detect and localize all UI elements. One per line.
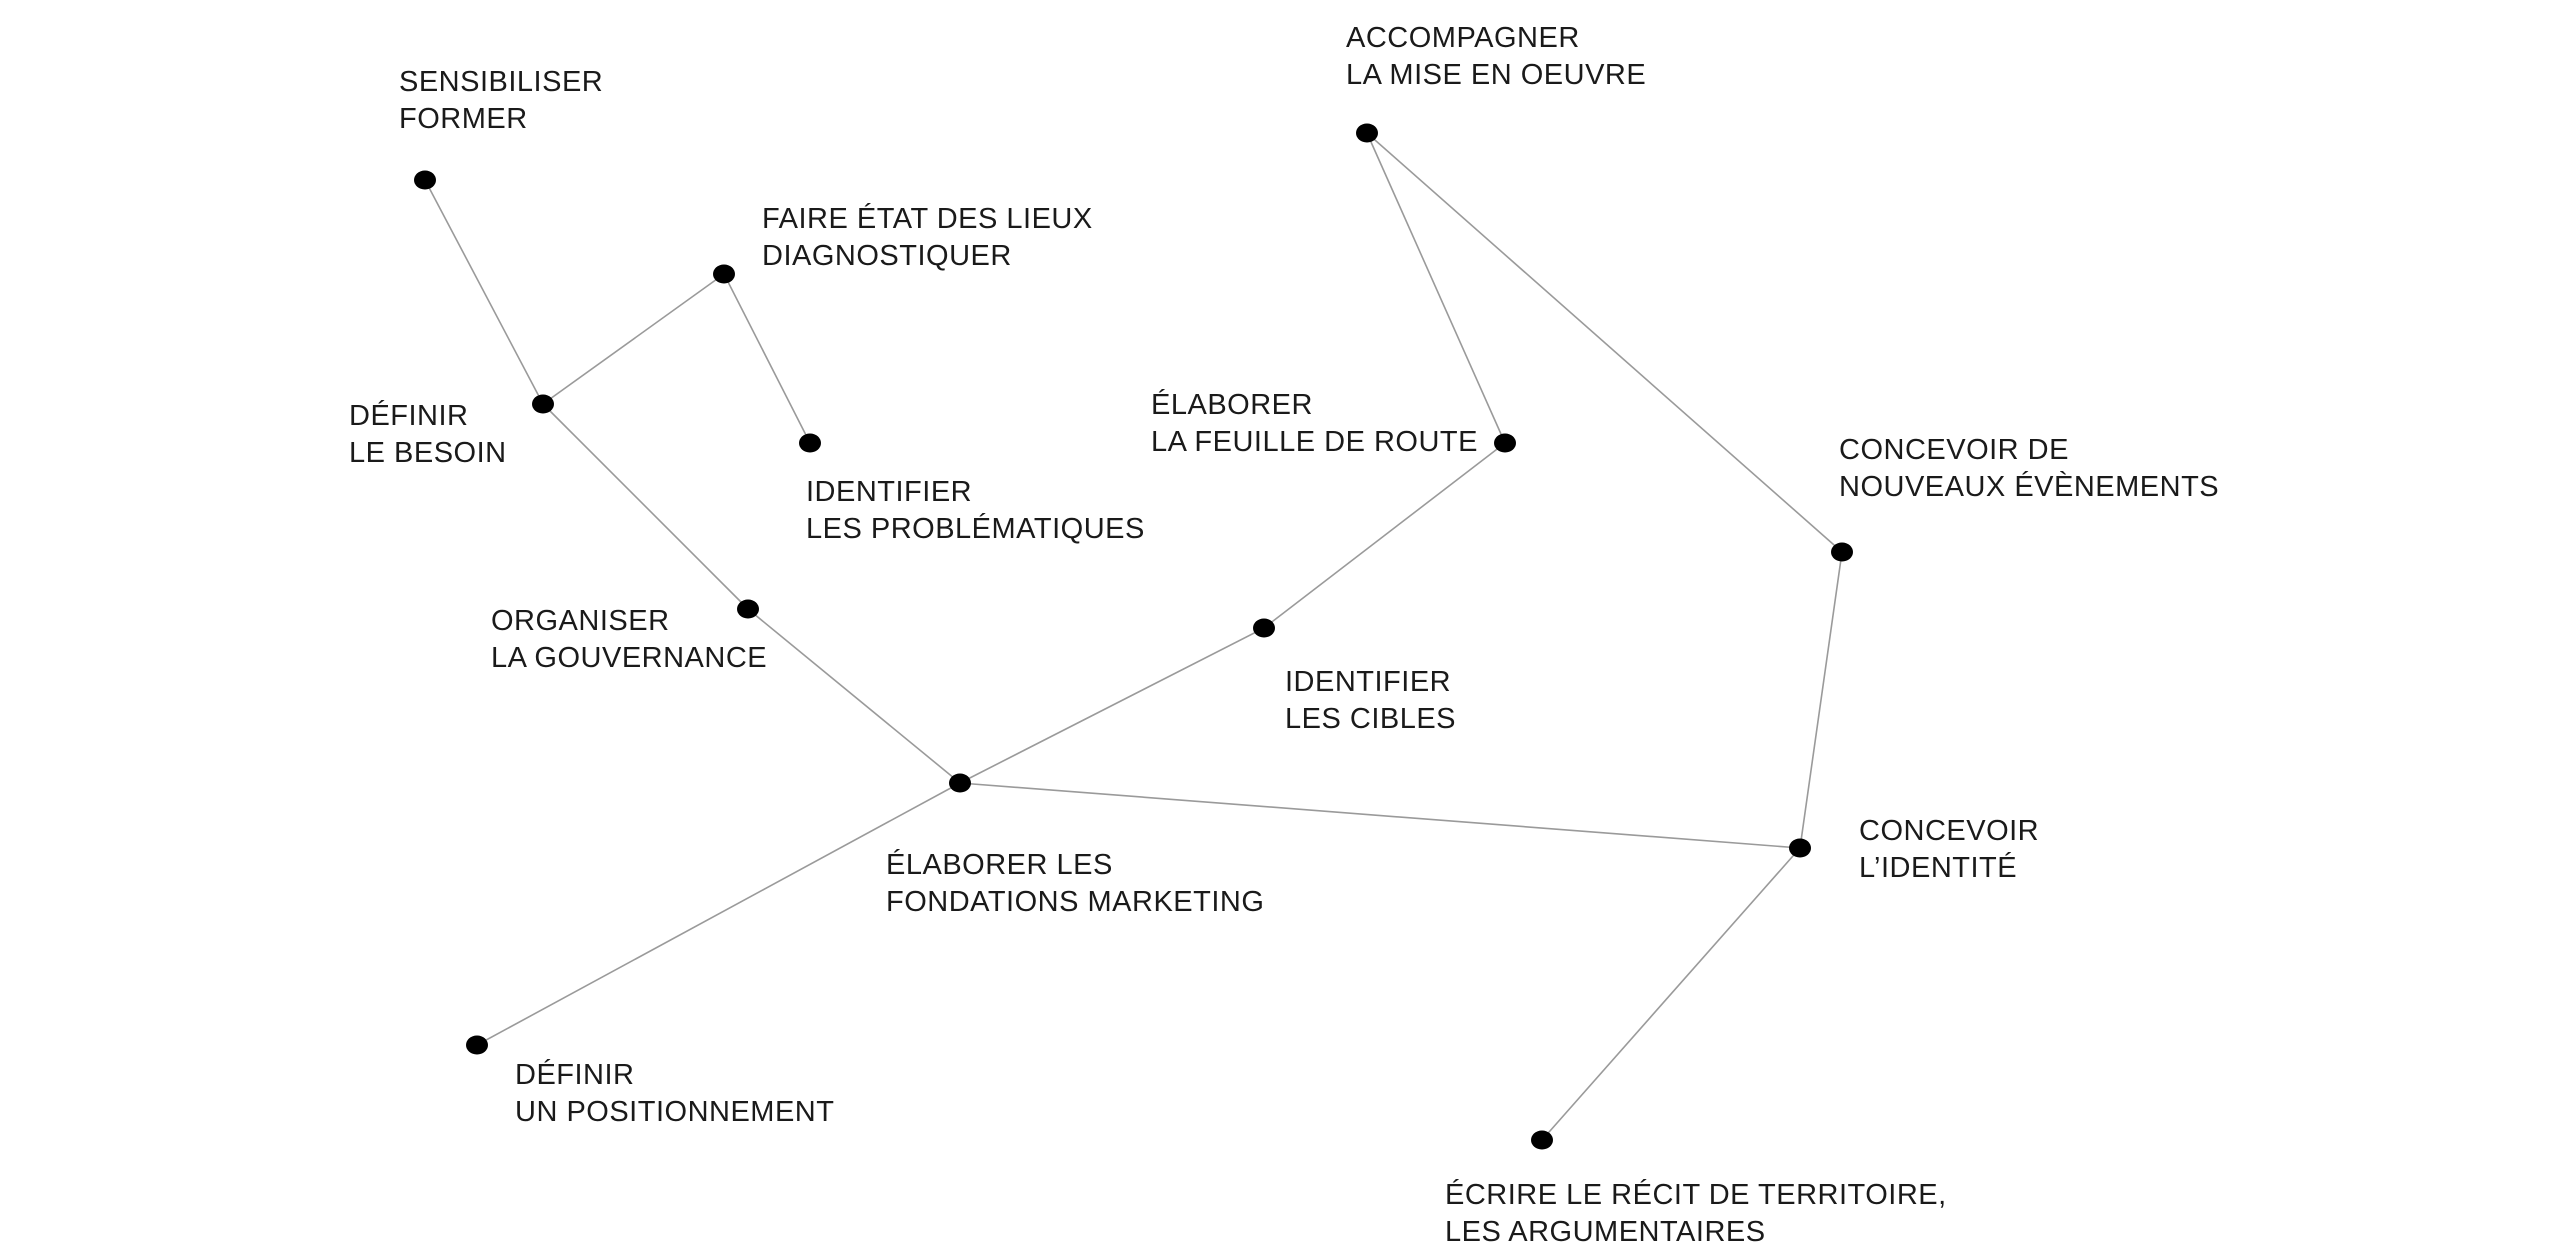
node-dot-positionnement (466, 1035, 488, 1055)
node-label-recit: ÉCRIRE LE RÉCIT DE TERRITOIRE,LES ARGUME… (1445, 1179, 1947, 1248)
node-dot-organiser (737, 599, 759, 619)
node-dot-fondations (949, 773, 971, 793)
node-dot-sensibiliser (414, 170, 436, 190)
node-dot-cibles (1253, 618, 1275, 638)
edge-identite-to-recit (1541, 847, 1801, 1141)
node-dot-faire-etat (713, 264, 735, 284)
node-dot-identifier-problematiques (799, 433, 821, 453)
edge-faire-etat-to-identifier-problematiques (723, 273, 811, 444)
node-dot-recit (1531, 1130, 1553, 1150)
edge-fondations-to-identite (959, 782, 1801, 849)
node-dot-accompagner (1356, 123, 1378, 143)
edge-layer (424, 132, 1843, 1141)
edge-evenements-to-identite (1799, 551, 1843, 849)
edge-sensibiliser-to-definir-besoin (424, 179, 544, 405)
edge-feuille-route-to-accompagner (1366, 132, 1506, 444)
node-layer (414, 123, 1853, 1150)
node-dot-identite (1789, 838, 1811, 858)
node-dot-definir-besoin (532, 394, 554, 414)
edge-definir-besoin-to-faire-etat (542, 273, 725, 405)
edge-accompagner-to-evenements (1366, 132, 1843, 553)
edge-definir-besoin-to-organiser (542, 403, 749, 610)
edge-fondations-to-positionnement (476, 782, 961, 1046)
edge-cibles-to-feuille-route (1263, 442, 1506, 629)
edge-organiser-to-fondations (747, 608, 961, 784)
edge-fondations-to-cibles (959, 627, 1265, 784)
node-dot-feuille-route (1494, 433, 1516, 453)
node-dot-evenements (1831, 542, 1853, 562)
